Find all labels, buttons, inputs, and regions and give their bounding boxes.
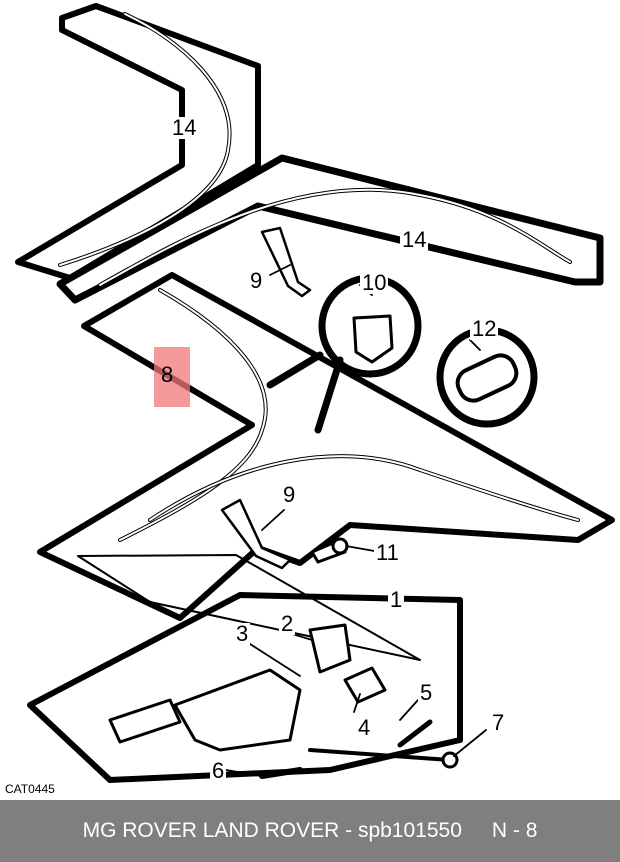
callout-7: 7: [490, 710, 507, 735]
callout-12: 12: [470, 316, 499, 341]
cable-8-a: [118, 288, 268, 542]
outline-8: [37, 272, 615, 621]
callout-11: 11: [374, 540, 401, 565]
detail-circle-12: [436, 326, 538, 428]
outline-14-upper: [15, 3, 261, 281]
callout-14-lower: 14: [400, 227, 429, 252]
callout-6: 6: [210, 758, 227, 783]
highlight-part-8: [154, 347, 190, 407]
rod-main: [308, 748, 452, 762]
callout-9-lower: 9: [281, 482, 298, 507]
callout-5: 5: [418, 680, 435, 705]
callout-4: 4: [356, 715, 373, 740]
footer-bar: MG ROVER LAND ROVER - spb101550 N - 8: [0, 800, 620, 862]
outline-1: [27, 592, 463, 783]
lever-bracket-2: [308, 623, 352, 674]
callout-3: 3: [234, 621, 251, 646]
outline-inner-panel: [77, 554, 421, 661]
cable-14-upper: [58, 12, 232, 267]
catalog-code: CAT0445: [5, 782, 55, 796]
bolt-6: [259, 767, 303, 779]
callout-2: 2: [279, 611, 296, 636]
bracket-9-lower: [220, 498, 292, 570]
callout-10: 10: [360, 270, 389, 295]
callout-1: 1: [388, 587, 405, 612]
lever-body: [173, 668, 302, 752]
parts-diagram: [15, 3, 615, 783]
rod-5: [397, 719, 433, 748]
footer-section: N - 8: [491, 819, 538, 842]
grommet-12: [455, 353, 519, 403]
callout-8: 8: [161, 362, 174, 387]
outline-14-lower: [56, 154, 604, 304]
bracket-9-upper: [260, 226, 312, 298]
cable-14-lower: [98, 187, 572, 287]
switch-4: [343, 666, 387, 704]
callout-9-upper: 9: [248, 268, 265, 293]
callout-14-upper: 14: [170, 115, 199, 140]
clip-10: [352, 314, 394, 364]
lever-grip: [108, 698, 182, 744]
footer-title: MG ROVER LAND ROVER - spb101550: [82, 819, 462, 842]
